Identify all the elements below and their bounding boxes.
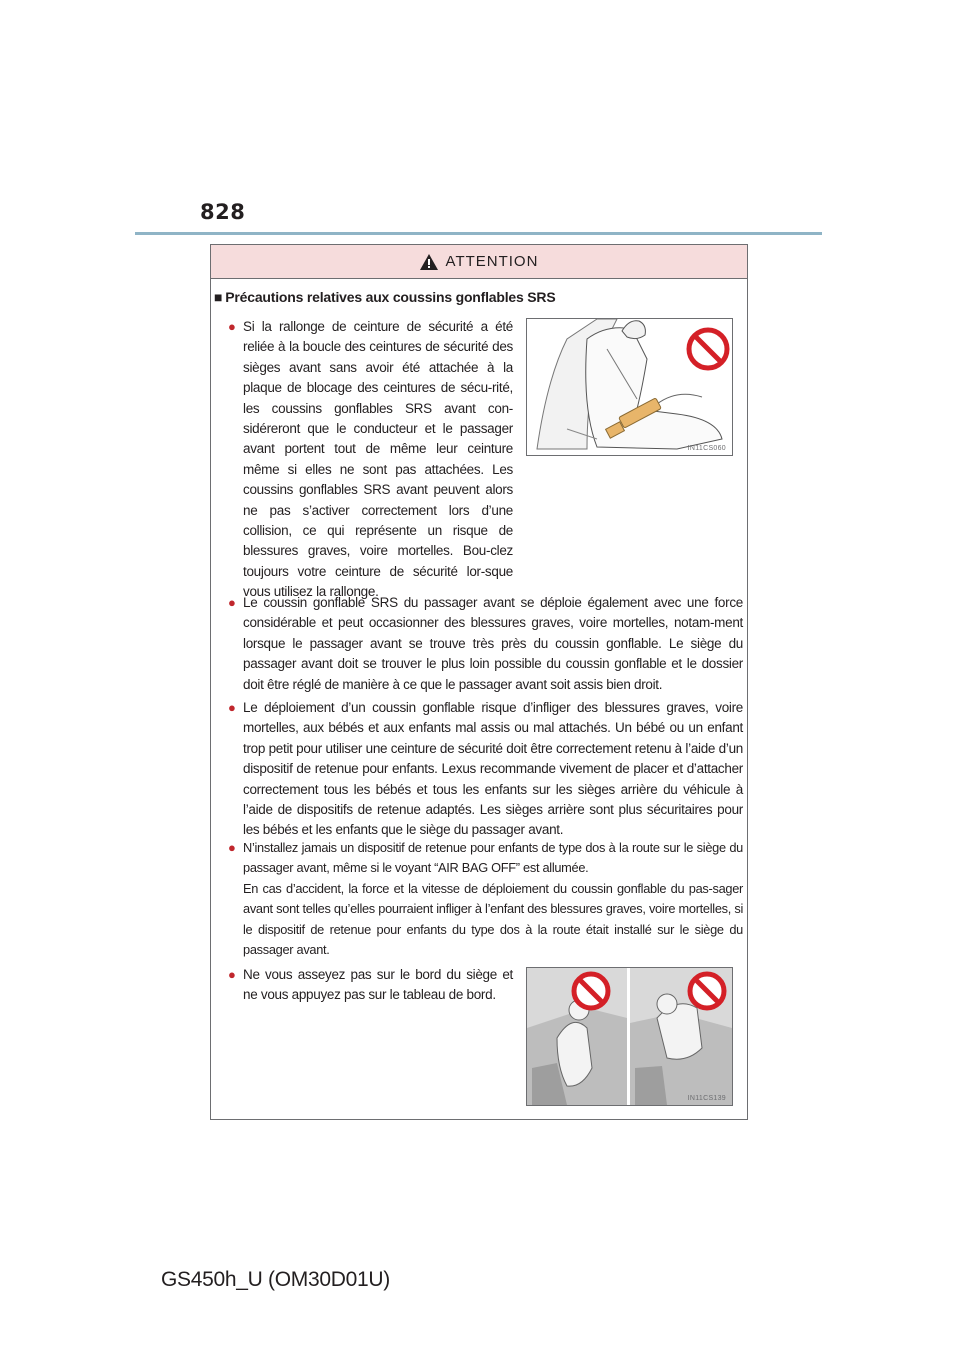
bullet-item: ● N’installez jamais un dispositif de re… [228,838,743,960]
bullet-text: Le coussin gonflable SRS du passager ava… [243,595,743,692]
illustration-code: IN11CS139 [687,1095,726,1102]
bullet-dot-icon: ● [228,595,236,610]
seat-posture-illustration: IN11CS139 [526,967,733,1106]
header-rule [135,232,822,235]
bullet-text: Le déploiement d’un coussin gonflable ri… [243,700,743,838]
bullet-dot-icon: ● [228,319,236,334]
section-marker-icon: ■ [214,289,223,305]
warning-title: ATTENTION [445,253,539,270]
bullet-continuation-text: En cas d’accident, la force et la vitess… [243,880,743,958]
section-heading-text: Précautions relatives aux coussins gonfl… [225,289,556,305]
page-number: 828 [200,200,246,224]
warning-header: ATTENTION [211,245,747,279]
prohibition-icon [571,971,611,1011]
footer-model-code: GS450h_U (OM30D01U) [161,1268,390,1291]
bullet-dot-icon: ● [228,967,236,982]
bullet-item: ● Ne vous asseyez pas sur le bord du siè… [228,965,513,1006]
seatbelt-extender-illustration: IN11CS060 [526,318,733,456]
bullet-item: ● Le déploiement d’un coussin gonflable … [228,698,743,841]
warning-box: ATTENTION ■Précautions relatives aux cou… [210,244,748,1120]
warning-triangle-icon [419,253,438,270]
prohibition-icon [686,327,730,371]
bullet-item: ● Le coussin gonflable SRS du passager a… [228,593,743,695]
bullet-dot-icon: ● [228,840,236,855]
bullet-item: ● Si la rallonge de ceinture de sécurité… [228,317,513,603]
bullet-dot-icon: ● [228,700,236,715]
bullet-text: Si la rallonge de ceinture de sécurité a… [243,319,513,600]
bullet-text: N’installez jamais un dispositif de rete… [243,840,743,876]
bullet-text: Ne vous asseyez pas sur le bord du siège… [243,967,513,1003]
prohibition-icon [687,971,727,1011]
section-heading: ■Précautions relatives aux coussins gonf… [214,289,556,305]
illustration-code: IN11CS060 [687,445,726,452]
